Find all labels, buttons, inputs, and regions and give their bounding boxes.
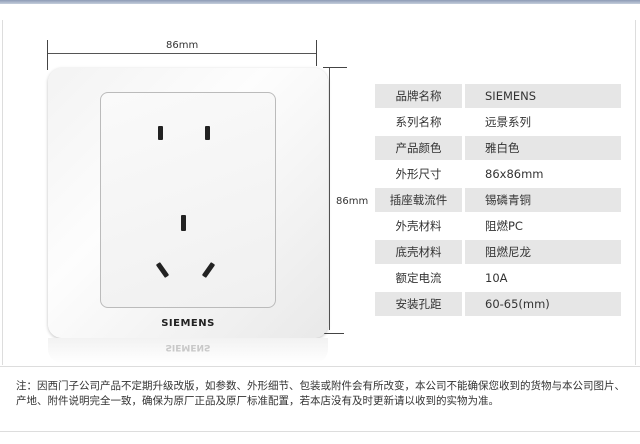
dimension-tick <box>316 40 317 66</box>
spec-value: 阻燃尼龙 <box>465 240 621 264</box>
table-row: 插座载流件锡磷青铜 <box>375 188 621 212</box>
spec-label: 插座载流件 <box>375 188 465 212</box>
spec-label: 外壳材料 <box>375 214 465 238</box>
dimension-tick <box>320 333 344 334</box>
two-pin-slot-right <box>205 126 210 140</box>
spec-label: 额定电流 <box>375 266 465 290</box>
width-label: 86mm <box>166 40 199 51</box>
content-frame <box>2 20 636 365</box>
table-row: 产品颜色雅白色 <box>375 136 621 160</box>
spec-label: 底壳材料 <box>375 240 465 264</box>
socket-plate: SIEMENS <box>48 68 328 338</box>
spec-label: 安装孔距 <box>375 292 465 316</box>
table-row: 底壳材料阻燃尼龙 <box>375 240 621 264</box>
top-bar <box>0 0 640 4</box>
table-row: 外壳材料 阻燃PC <box>375 214 621 238</box>
spec-label: 系列名称 <box>375 110 465 134</box>
spec-value: SIEMENS <box>465 84 621 108</box>
socket-face <box>100 92 276 308</box>
spec-value: 锡磷青铜 <box>465 188 621 212</box>
height-label: 86mm <box>336 196 369 207</box>
height-dimension-line <box>329 68 330 330</box>
spec-label: 产品颜色 <box>375 136 465 160</box>
dimension-tick <box>47 40 48 70</box>
disclaimer-note: 注：因西门子公司产品不定期升级改版，如参数、外形细节、包装或附件会有所改变，本公… <box>0 366 640 432</box>
spec-value: 远景系列 <box>485 115 531 129</box>
spec-value: 10A <box>485 271 508 285</box>
table-row: 额定电流 10A <box>375 266 621 290</box>
spec-value: 雅白色 <box>465 136 621 160</box>
brand-logo: SIEMENS <box>161 318 215 329</box>
table-row: 外形尺寸 86x86mm <box>375 162 621 186</box>
spec-label: 品牌名称 <box>375 84 465 108</box>
spec-value: 阻燃PC <box>485 219 523 233</box>
three-pin-slot-right <box>201 262 216 278</box>
brand-logo-reflection: SIEMENS <box>165 342 211 352</box>
table-row: 系列名称 远景系列 <box>375 110 621 134</box>
width-dimension-line <box>47 53 317 54</box>
two-pin-slot-left <box>158 126 163 140</box>
spec-label: 外形尺寸 <box>375 162 465 186</box>
earth-slot <box>181 215 186 231</box>
three-pin-slot-left <box>155 262 170 278</box>
spec-value: 86x86mm <box>485 167 544 181</box>
dimension-tick <box>323 67 347 68</box>
plate-reflection: SIEMENS <box>48 338 328 363</box>
spec-value: 60-65(mm) <box>465 292 621 316</box>
